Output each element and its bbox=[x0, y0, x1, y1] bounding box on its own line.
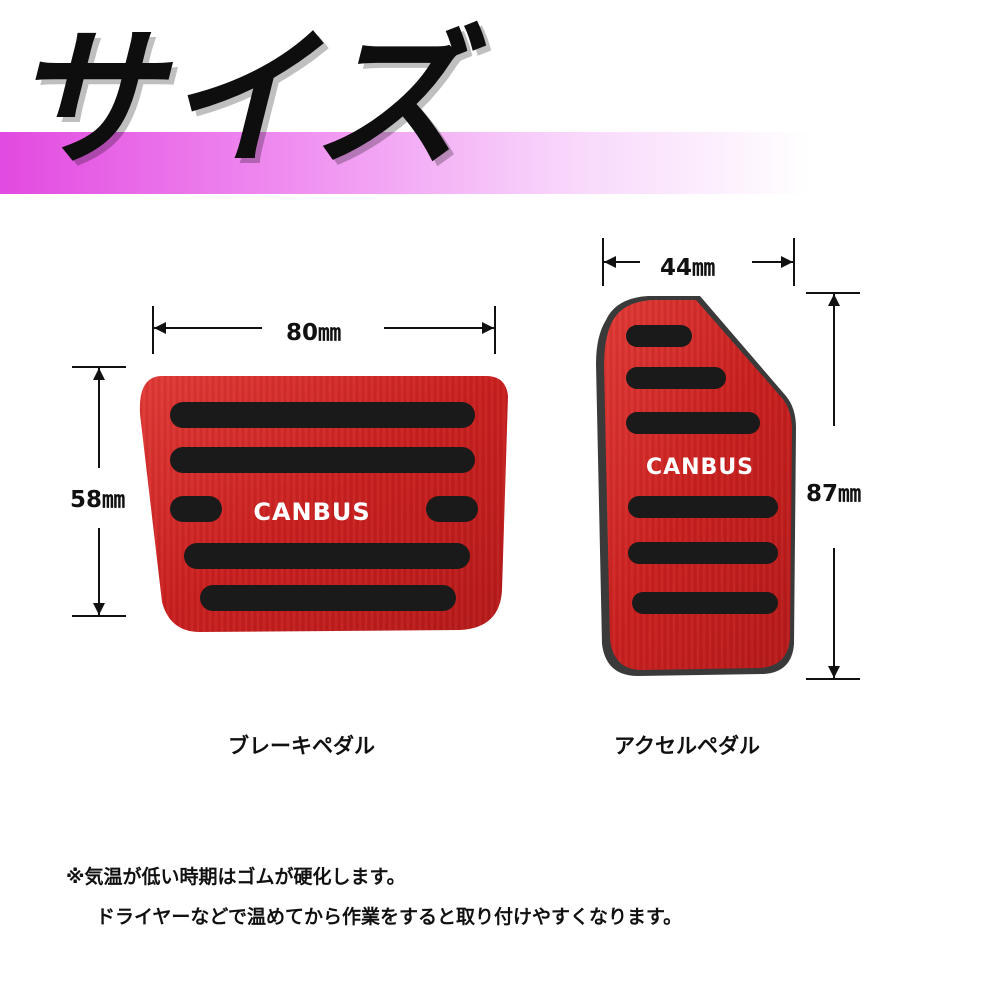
brake-width-tick-left bbox=[152, 306, 154, 354]
brake-height-line-bottom bbox=[98, 528, 100, 615]
brake-height-arrow-top bbox=[93, 368, 105, 380]
brake-rubber-strip bbox=[170, 447, 475, 473]
brake-rubber-strip bbox=[184, 543, 470, 569]
accel-rubber-strip bbox=[628, 542, 778, 564]
accel-height-tick-top bbox=[806, 292, 860, 294]
accel-width-arrow-right bbox=[781, 256, 793, 268]
accel-height-label: 87㎜ bbox=[806, 481, 862, 507]
brake-brand-label: CANBUS bbox=[253, 498, 370, 526]
accel-rubber-strip bbox=[628, 496, 778, 518]
accel-pedal-caption: アクセルペダル bbox=[614, 734, 760, 758]
accel-height-arrow-bottom bbox=[828, 666, 840, 678]
accel-height-line-top bbox=[833, 294, 835, 426]
header-gradient-band bbox=[0, 132, 810, 194]
accel-rubber-strip bbox=[626, 412, 760, 434]
brake-height-label: 58㎜ bbox=[70, 487, 126, 513]
accel-rubber-strip bbox=[626, 367, 726, 389]
brake-rubber-strip bbox=[170, 496, 222, 522]
accel-width-line-right bbox=[752, 261, 793, 263]
accel-height-line-bottom bbox=[833, 548, 835, 678]
accel-height-tick-bottom bbox=[806, 678, 860, 680]
brake-width-arrow-left bbox=[154, 322, 166, 334]
brake-height-line-top bbox=[98, 368, 100, 468]
accel-height-arrow-top bbox=[828, 294, 840, 306]
accel-rubber-strip bbox=[632, 592, 778, 614]
accel-width-arrow-left bbox=[604, 256, 616, 268]
brake-height-arrow-bottom bbox=[93, 603, 105, 615]
brake-height-tick-top bbox=[72, 366, 126, 368]
brake-height-tick-bottom bbox=[72, 615, 126, 617]
accel-width-line-left bbox=[604, 261, 640, 263]
accel-pedal-image: CANBUS bbox=[596, 296, 796, 676]
brake-width-label: 80㎜ bbox=[286, 320, 342, 346]
brake-width-line-right bbox=[384, 327, 494, 329]
note-line-1: ※気温が低い時期はゴムが硬化します。 bbox=[66, 866, 406, 888]
brake-pedal-caption: ブレーキペダル bbox=[228, 734, 375, 758]
brake-width-line-left bbox=[154, 327, 262, 329]
brake-rubber-strip bbox=[170, 402, 475, 428]
brake-width-arrow-right bbox=[482, 322, 494, 334]
brake-width-tick-right bbox=[494, 306, 496, 354]
accel-width-tick-right bbox=[793, 238, 795, 286]
brake-pedal-image: CANBUS bbox=[139, 376, 508, 632]
brake-rubber-strip bbox=[200, 585, 456, 611]
accel-rubber-strip bbox=[626, 325, 692, 347]
brake-rubber-strip bbox=[426, 496, 478, 522]
accel-width-tick-left bbox=[602, 238, 604, 286]
accel-brand-label: CANBUS bbox=[646, 455, 754, 480]
accel-width-label: 44㎜ bbox=[660, 255, 716, 281]
note-line-2: ドライヤーなどで温めてから作業をすると取り付けやすくなります。 bbox=[96, 906, 683, 928]
page-title: サイズ bbox=[10, 13, 468, 187]
